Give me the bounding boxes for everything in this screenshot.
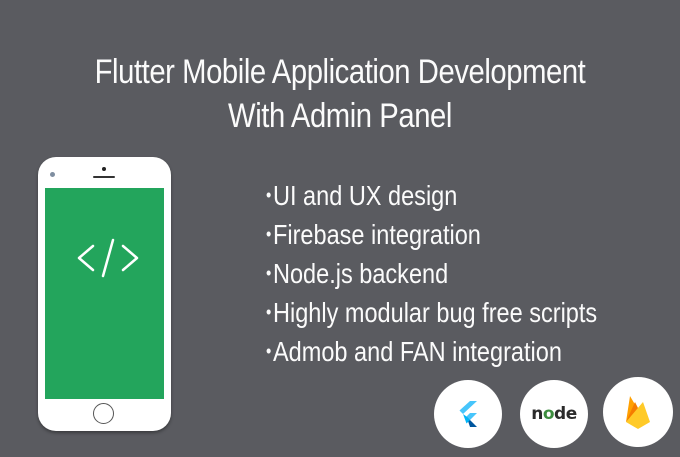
- feature-item: •UI and UX design: [266, 180, 458, 211]
- feature-item: •Highly modular bug free scripts: [266, 297, 598, 328]
- sensor-dot: [102, 167, 106, 171]
- flutter-logo-icon: [459, 401, 477, 427]
- code-brackets-icon: [77, 238, 139, 278]
- feature-list: •UI and UX design •Firebase integration …: [266, 176, 660, 371]
- firebase-badge: [603, 377, 673, 447]
- feature-item: •Firebase integration: [266, 219, 481, 250]
- node-badge: node: [520, 380, 588, 448]
- speaker-slot: [93, 176, 115, 178]
- feature-item: •Admob and FAN integration: [266, 336, 562, 367]
- page-title: Flutter Mobile Application Development W…: [48, 50, 633, 138]
- feature-item: •Node.js backend: [266, 258, 449, 289]
- phone-screen: [45, 188, 164, 399]
- home-button: [93, 403, 114, 424]
- camera-icon: [50, 172, 55, 177]
- title-line-1: Flutter Mobile Application Development: [94, 53, 586, 91]
- firebase-logo-icon: [626, 396, 650, 429]
- flutter-badge: [434, 380, 502, 448]
- title-line-2: With Admin Panel: [228, 97, 452, 135]
- phone-mockup: [38, 157, 171, 431]
- nodejs-logo-icon: node: [531, 404, 577, 424]
